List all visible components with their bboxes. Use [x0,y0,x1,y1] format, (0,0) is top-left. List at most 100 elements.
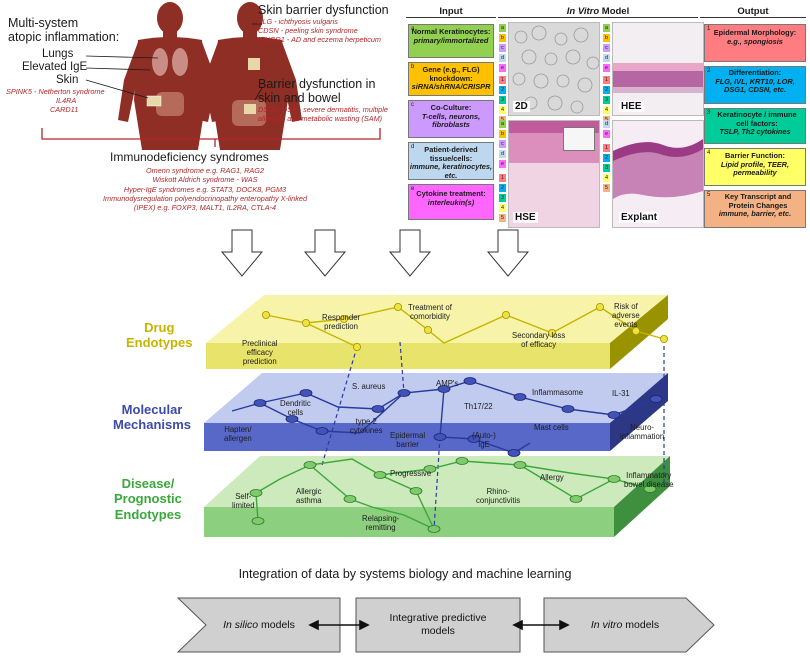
input-sub-a: primary/immortalized [413,35,489,45]
output-sub-3: TSLP, Th2 cytokines [719,127,791,137]
output-sub-1: e.g., spongiosis [727,36,783,46]
mol-node-mast: Mast cells [534,423,569,432]
strip-hee-4: 4 [603,106,610,114]
explant-texture [613,139,703,199]
mol-node-hapten: Hapten/ allergen [224,425,252,443]
output-sub-4: Lipid profile, TEER, permeability [720,159,790,178]
model-header: In Vitro Model [498,6,698,18]
skin-barrier-gene-flg: FLG - ichthyosis vulgaris [258,17,338,26]
strip-hse-1: 1 [499,174,506,182]
label-molecular-mechanisms: Molecular Mechanisms [113,402,192,433]
model-image-2d: 2D [508,22,600,116]
in-silico-box: In silico models [204,598,314,652]
output-num-1: 1 [707,26,711,32]
input-letter-a: a [411,26,415,32]
immuno-line-1: Omenn syndrome e.g. RAG1, RAG2 [145,166,264,175]
strip-explant-e: e [603,130,610,138]
input-sub-b: siRNA/shRNA/CRISPR [411,82,491,92]
skin-barrier-gene-ifngr1: IFNGR1 - AD and eczema herpeticum [258,35,382,44]
strip-2d-a: a [499,24,506,32]
drug-node-risk: Risk of adverse events [612,302,640,329]
input-sub-c: T-cells, neurons, fibroblasts [421,111,481,130]
model-image-hse: HSE [508,120,600,228]
mol-node-il31: IL-31 [612,389,630,398]
output-title-2: Differentiation: [728,68,782,77]
strip-hse-3: 3 [499,194,506,202]
disease-node-self-limited: Self- limited [232,492,255,510]
strip-hse-4: 4 [499,204,506,212]
atopic-item-skin: Skin [56,74,79,86]
center-shape [355,597,521,653]
in-silico-italic: In silico [223,618,259,631]
layer-network [204,295,670,537]
input-letter-e: e [411,186,415,192]
output-box-1: 1 Epidermal Morphology: e.g., spongiosis [704,24,806,62]
atopic-gene-spink5: SPINK5 - Netherton syndrome [6,87,105,96]
strip-hse-b: b [499,130,506,138]
input-letter-c: c [411,102,414,108]
in-silico-shape [176,597,341,653]
disease-layer [204,456,670,537]
molecular-layer [204,373,668,451]
drug-node-secondary: Secondary loss of efficacy [512,331,566,349]
immuno-line-5: (IPEX) e.g. FOXP3, MALT1, IL2RA, CTLA-4 [133,203,277,213]
disease-node-rhino: Rhino- conjunctivitis [476,487,521,505]
output-num-2: 2 [707,68,711,74]
input-letter-d: d [411,144,415,150]
mol-node-ige: (Auto-) IgE [472,431,496,449]
integrative-box: Integrative predictive models [389,612,487,637]
strip-2d-e: e [499,64,506,72]
strip-hse-2: 2 [499,184,506,192]
output-sub-2: FLG, IVL, KRT10, LOR, DSG1, CDSN, etc. [715,76,795,95]
mol-node-saureus: S. aureus [352,382,386,391]
input-title-c: Co-Culture: [430,103,472,112]
human-silhouettes [41,2,381,150]
strip-hee-1: 1 [603,76,610,84]
output-box-5: 5 Key Transcript and Protein Changes imm… [704,190,806,228]
output-title-3: Keratinocyte / immune cell factors: [717,110,797,128]
input-box-e: e Cytokine treatment: interleukin(s) [408,184,494,220]
skin-barrier-gene-cdsn: CDSN - peeling skin syndrome [258,26,358,35]
strip-hee-d: d [603,54,610,62]
strip-hse-5: 5 [499,214,506,222]
strip-hee-3: 3 [603,96,610,104]
strip-2d-1: 1 [499,76,506,84]
model-label-hse: HSE [513,212,538,223]
strip-hee-2: 2 [603,86,610,94]
down-arrows [220,229,530,277]
strip-hee-b: b [603,34,610,42]
strip-hse-a: a [499,120,506,128]
strip-2d-c: c [499,44,506,52]
output-num-4: 4 [707,150,711,156]
label-disease-endotypes: Disease/ Prognostic Endotypes [114,476,182,522]
input-box-b: b Gene (e.g., FLG) knockdown: siRNA/shRN… [408,62,494,96]
strip-2d-4: 4 [499,106,506,114]
output-sub-5: immune, barrier, etc. [718,209,792,219]
in-vitro-box: In vitro models [570,598,680,652]
model-header-rest: Model [599,6,630,17]
mol-node-type2: type 2 cytokines [350,417,383,435]
strip-2d-2: 2 [499,86,506,94]
atopic-item-ige: Elevated IgE [22,61,88,73]
strip-2d-b: b [499,34,506,42]
down-arrow-3 [388,229,432,277]
model-label-explant: Explant [619,212,660,223]
output-num-3: 3 [707,110,711,116]
mol-node-inflammasome: Inflammasome [532,388,584,397]
model-image-explant: Explant [612,120,704,228]
in-vitro-rest: models [622,618,660,631]
cells-2d-texture [512,25,599,114]
output-title-1: Epidermal Morphology: [713,28,797,37]
immuno-line-4: Immunodysregulation polyendocrinopathy e… [102,193,308,203]
in-vitro-italic: In vitro [590,618,623,631]
down-arrow-4 [486,229,530,277]
integration-heading: Integration of data by systems biology a… [238,567,572,581]
model-label-2d: 2D [513,101,530,112]
output-box-4: 4 Barrier Function: Lipid profile, TEER,… [704,148,806,186]
atopic-gene-il4ra: IL4RA [56,96,77,105]
disease-node-relapsing: Relapsing- remitting [362,514,400,532]
skin-barrier-title: Skin barrier dysfunction [258,3,389,17]
strip-hse-c: c [499,140,506,148]
input-box-c: c Co-Culture: T-cells, neurons, fibrobla… [408,100,494,138]
strip-explant-4: 4 [603,174,610,182]
